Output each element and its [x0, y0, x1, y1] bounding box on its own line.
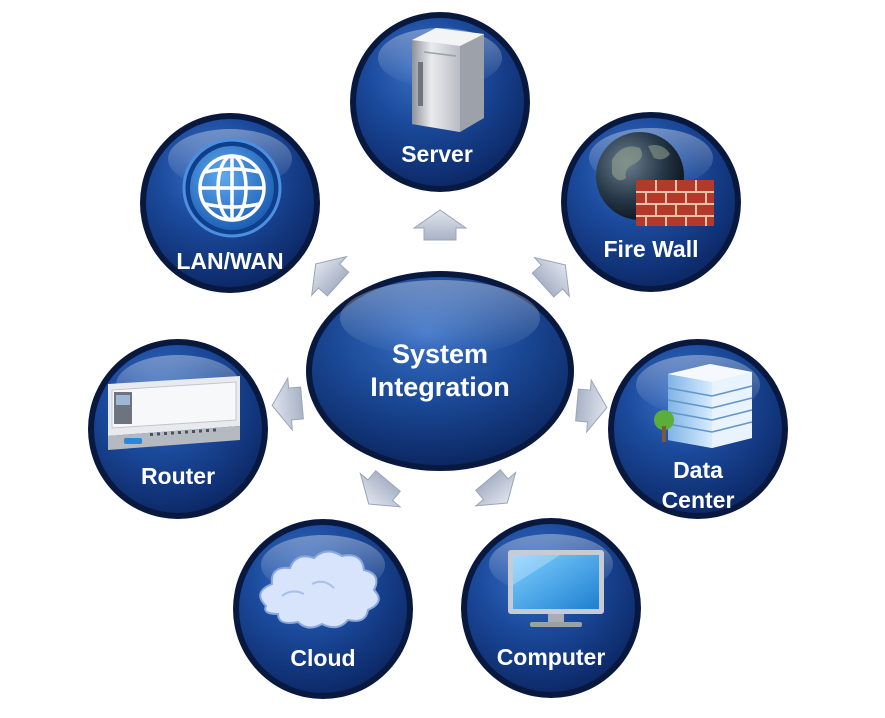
node-computer: Computer [461, 518, 641, 698]
server-label: Server [401, 141, 473, 167]
datacenter-label-line2: Center [662, 487, 735, 513]
arrows [271, 209, 608, 508]
arrow-to-datacenter [575, 378, 608, 434]
center-title-line2: Integration [370, 372, 510, 402]
datacenter-label-line1: Data [673, 457, 723, 483]
globe-icon [182, 138, 282, 238]
arrow-to-lanwan [310, 255, 350, 297]
node-router: Router [88, 339, 268, 519]
globe-brick-wall-icon [596, 132, 714, 226]
center-node: System Integration [306, 271, 574, 471]
center-title-line1: System [392, 339, 488, 369]
arrow-to-router [271, 376, 304, 432]
server-icon [412, 28, 484, 132]
cloud-icon [259, 550, 380, 629]
firewall-label: Fire Wall [604, 236, 699, 262]
monitor-icon [508, 550, 604, 627]
arrow-to-server [412, 209, 468, 241]
router-icon [108, 376, 240, 450]
cloud-label: Cloud [290, 645, 355, 671]
node-firewall: Fire Wall [561, 112, 741, 292]
arrow-to-cloud [359, 470, 402, 508]
computer-label: Computer [497, 644, 606, 670]
arrow-to-computer [474, 469, 517, 507]
node-server: Server [350, 12, 530, 192]
router-label: Router [141, 463, 215, 489]
node-lanwan: LAN/WAN [140, 113, 320, 293]
office-building-icon [654, 364, 753, 448]
lanwan-label: LAN/WAN [176, 248, 283, 274]
arrow-to-firewall [531, 256, 571, 298]
node-datacenter: Data Center [608, 339, 788, 519]
node-cloud: Cloud [233, 519, 413, 699]
